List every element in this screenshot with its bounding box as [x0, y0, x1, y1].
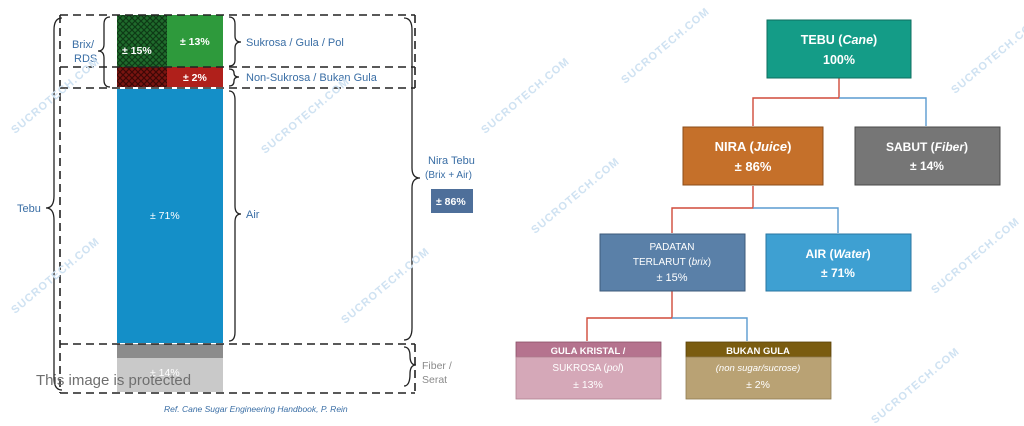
brace-fiber: [403, 346, 417, 387]
brace-tebu: [45, 17, 63, 391]
padatan-line-1: PADATAN: [649, 242, 694, 253]
connector-nira-padatan: [671, 186, 754, 233]
gula-header: GULA KRISTAL /: [551, 346, 626, 357]
gula-line-2: SUKROSA (pol): [552, 363, 623, 374]
padatan-value: ± 15%: [656, 272, 687, 284]
protected-notice: This image is protected: [36, 372, 192, 389]
fiber-dark-block: [117, 344, 223, 358]
fiber-label-2: Serat: [422, 374, 447, 386]
air-box-title: AIR (Water): [805, 247, 870, 261]
air-value: ± 71%: [150, 210, 180, 222]
sabut-box-title: SABUT (Fiber): [886, 140, 968, 154]
sukrosa-label: Sukrosa / Gula / Pol: [246, 37, 344, 49]
nonsukrosa-block: [167, 67, 223, 87]
gula-value: ± 13%: [573, 379, 603, 391]
connector-padatan-bukan: [672, 317, 748, 341]
nira-box: [682, 126, 824, 186]
nira-label-2: (Brix + Air): [425, 170, 472, 181]
brace-air: [228, 90, 242, 342]
connector-nira-air: [753, 207, 839, 233]
sabut-box: [854, 126, 1001, 186]
nonsukrosa-hatch-block: [117, 67, 167, 87]
sabut-box-value: ± 14%: [910, 159, 944, 173]
nira-label-1: Nira Tebu: [428, 155, 475, 167]
gula-bottom-box: [515, 356, 662, 400]
brace-brix: [97, 16, 111, 88]
air-box: [765, 233, 912, 292]
fiber-value: ± 14%: [150, 367, 180, 379]
reference-text: Ref. Cane Sugar Engineering Handbook, P.…: [164, 404, 348, 414]
nira-value-box: [431, 189, 473, 213]
nira-box-title: NIRA (Juice): [715, 139, 792, 154]
padatan-box: [599, 233, 746, 292]
air-block: [117, 89, 223, 343]
sukrosa-value: ± 13%: [180, 36, 210, 48]
connector-tebu-sabut: [839, 97, 927, 126]
brace-nonsukrosa: [228, 68, 240, 87]
brace-nira: [403, 17, 421, 341]
brix-hatch-block: [117, 15, 167, 67]
bukan-subtitle: (non sugar/sucrose): [716, 363, 800, 374]
connector-tebu-nira: [752, 78, 840, 126]
bukan-bottom-box: [685, 356, 832, 400]
nonsukrosa-value: ± 2%: [183, 72, 208, 84]
nira-box-value: ± 86%: [735, 159, 772, 174]
tebu-box-title: TEBU (Cane): [801, 33, 877, 47]
air-label: Air: [246, 209, 260, 221]
brix-value: ± 15%: [122, 45, 152, 57]
air-box-value: ± 71%: [821, 266, 855, 280]
sukrosa-block: [167, 15, 223, 67]
connector-padatan-gula: [586, 291, 673, 341]
fiber-label-1: Fiber /: [422, 360, 452, 372]
tebu-box: [766, 19, 912, 79]
fiber-light-block: [117, 358, 223, 392]
bukan-header: BUKAN GULA: [726, 346, 790, 357]
brix-label: Brix/: [72, 39, 95, 51]
brace-sukrosa: [228, 16, 242, 67]
tebu-label: Tebu: [17, 203, 41, 215]
padatan-line-2: TERLARUT (brix): [633, 257, 711, 268]
tebu-box-value: 100%: [823, 53, 855, 67]
nonsukrosa-label: Non-Sukrosa / Bukan Gula: [246, 72, 378, 84]
rds-label: RDS: [74, 53, 97, 65]
nira-value: ± 86%: [436, 196, 466, 208]
bukan-value: ± 2%: [746, 379, 770, 391]
